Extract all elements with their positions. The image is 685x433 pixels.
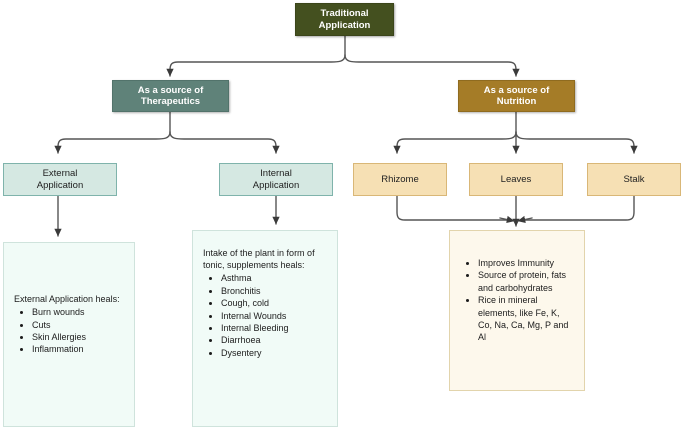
node-internal-label-line1: Internal xyxy=(260,168,292,180)
panel-internal-lead: Intake of the plant in form of tonic, su… xyxy=(203,248,315,271)
list-item: Inflammation xyxy=(32,343,128,355)
panel-nutrition-list: Improves Immunity Source of protein, fat… xyxy=(460,257,574,344)
node-stalk[interactable]: Stalk xyxy=(587,163,681,196)
node-external-label-line1: External xyxy=(42,168,78,180)
node-nutrition-label-line1: As a source of xyxy=(483,84,550,96)
node-external-label-line2: Application xyxy=(36,179,84,191)
list-item: Cough, cold xyxy=(221,297,331,309)
panel-internal-list: Asthma Bronchitis Cough, cold Internal W… xyxy=(203,272,331,359)
node-source-of-nutrition[interactable]: As a source of Nutrition xyxy=(458,80,575,112)
panel-external-list: Burn wounds Cuts Skin Allergies Inflamma… xyxy=(14,306,128,356)
list-item: Improves Immunity xyxy=(478,257,574,269)
node-root-label-line2: Application xyxy=(318,19,371,31)
list-item: Internal Wounds xyxy=(221,310,331,322)
panel-external-application: External Application heals: Burn wounds … xyxy=(3,242,135,427)
panel-external-lead: External Application heals: xyxy=(14,294,120,304)
node-therapeutics-label-line2: Therapeutics xyxy=(140,96,201,107)
list-item: Skin Allergies xyxy=(32,331,128,343)
node-therapeutics-label-line1: As a source of xyxy=(137,84,204,96)
node-rhizome[interactable]: Rhizome xyxy=(353,163,447,196)
node-internal-label-line2: Application xyxy=(252,179,300,191)
list-item: Diarrhoea xyxy=(221,334,331,346)
list-item: Source of protein, fats and carbohydrate… xyxy=(478,269,574,294)
panel-nutrition: Improves Immunity Source of protein, fat… xyxy=(449,230,585,391)
list-item: Internal Bleeding xyxy=(221,322,331,334)
node-external-application[interactable]: External Application xyxy=(3,163,117,196)
list-item: Bronchitis xyxy=(221,285,331,297)
node-rhizome-label: Rhizome xyxy=(381,173,419,185)
node-stalk-label: Stalk xyxy=(623,173,645,185)
node-internal-application[interactable]: Internal Application xyxy=(219,163,333,196)
node-leaves[interactable]: Leaves xyxy=(469,163,563,196)
node-traditional-application[interactable]: Traditional Application xyxy=(295,3,394,36)
node-source-of-therapeutics[interactable]: As a source of Therapeutics xyxy=(112,80,229,112)
list-item: Cuts xyxy=(32,319,128,331)
node-leaves-label: Leaves xyxy=(500,173,532,185)
panel-internal-application: Intake of the plant in form of tonic, su… xyxy=(192,230,338,427)
list-item: Dysentery xyxy=(221,347,331,359)
node-root-label-line1: Traditional xyxy=(320,8,369,20)
node-nutrition-label-line2: Nutrition xyxy=(496,96,537,107)
list-item: Rice in mineral elements, like Fe, K, Co… xyxy=(478,294,574,344)
list-item: Burn wounds xyxy=(32,306,128,318)
list-item: Asthma xyxy=(221,272,331,284)
